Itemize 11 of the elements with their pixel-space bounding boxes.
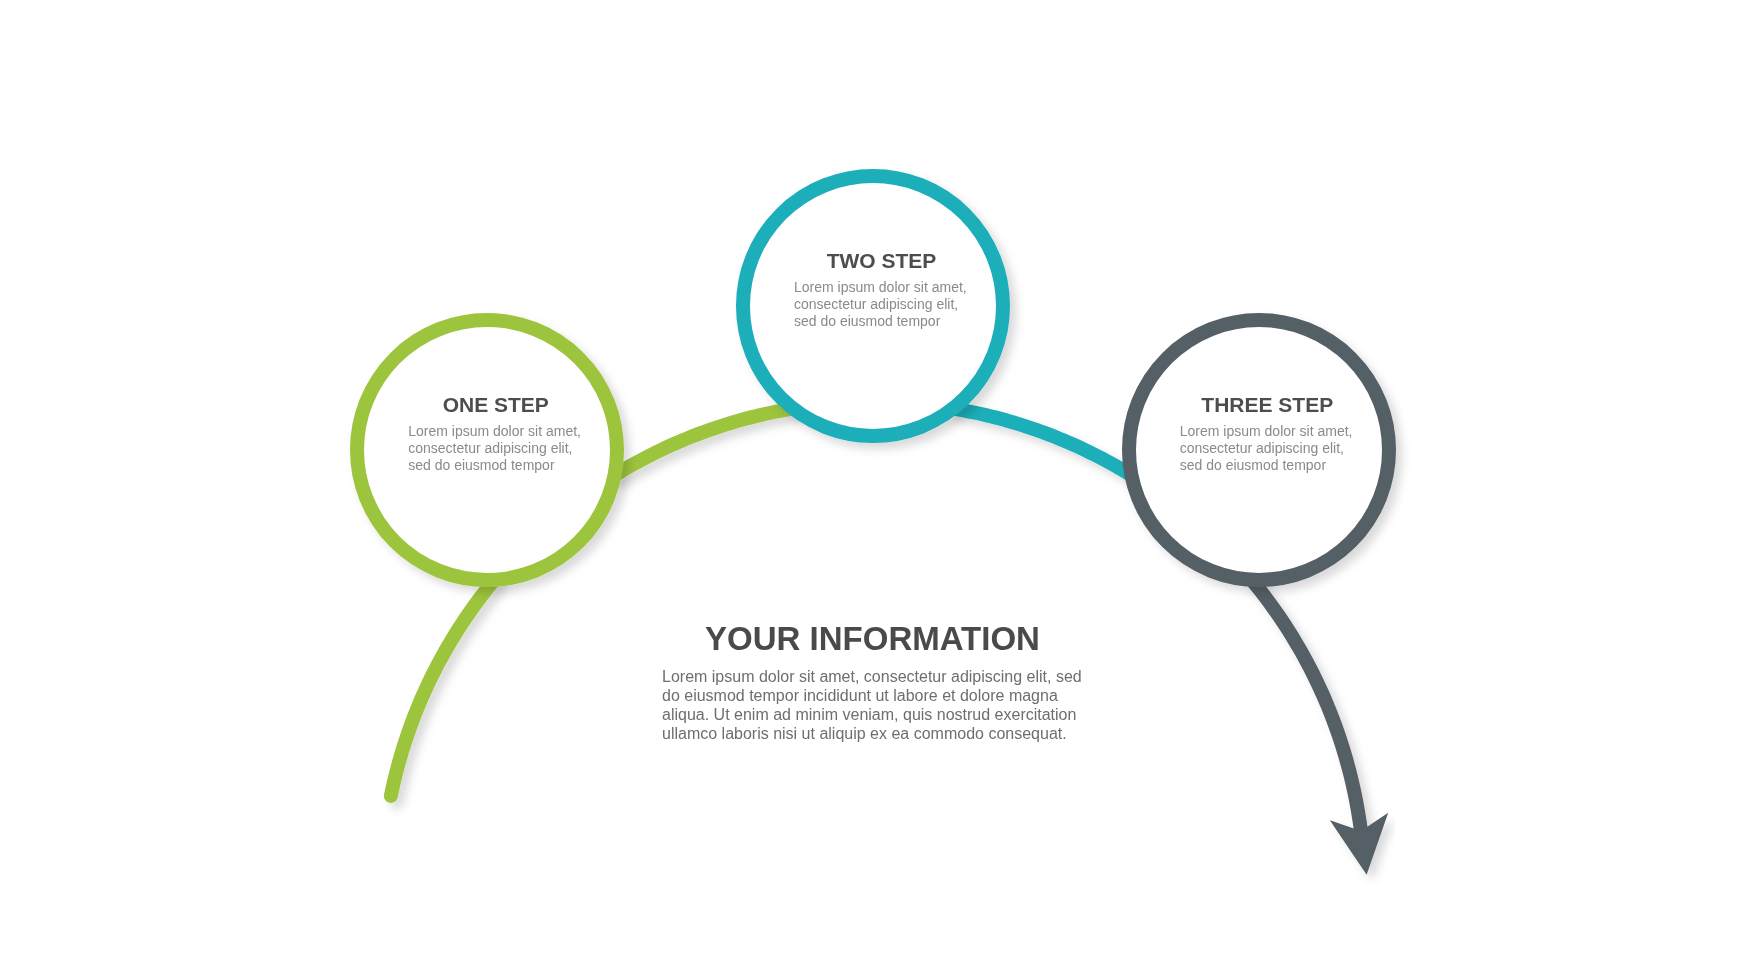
main-heading: YOUR INFORMATION [704,620,1041,658]
step-description: Lorem ipsum dolor sit amet, consectetur adipiscing elit, sed do eiusmod tempor [794,279,968,330]
step-title: TWO STEP [825,249,938,273]
step-description: Lorem ipsum dolor sit amet, consectetur adipiscing elit, sed do eiusmod tempor [1179,423,1354,475]
step-title: THREE STEP [1200,393,1335,418]
step-description: Lorem ipsum dolor sit amet, consectetur adipiscing elit, sed do eiusmod tempor [408,423,582,475]
main-description: Lorem ipsum dolor sit amet, consectetur adipiscing elit, sed do eiusmod tempor incididunt ut labore et dolore magna aliqua. Ut enim ad minim veniam, quis nostrud exercitation ullamco laboris nisi ut aliquip ex ea commodo consequat. [662,667,1083,743]
step-circle [1121,313,1396,588]
step-circle [350,313,625,588]
step-circle [736,169,1010,443]
step-title: ONE STEP [441,393,550,418]
